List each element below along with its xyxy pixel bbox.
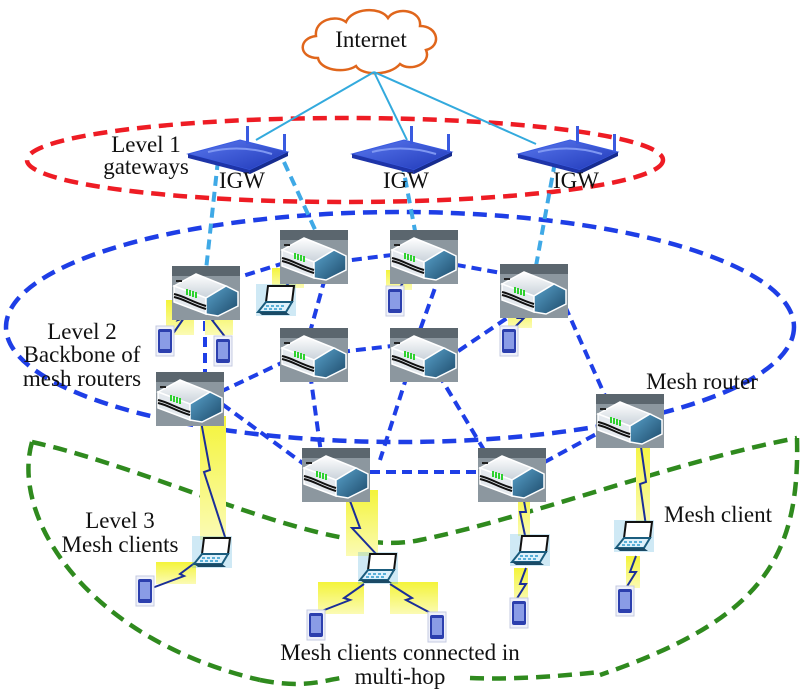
level2-line2: Backbone of	[24, 342, 141, 367]
mesh-client-pda	[135, 575, 155, 607]
mesh-router	[499, 263, 569, 319]
multihop-annotation: Mesh clients connected in multi-hop	[280, 640, 520, 689]
level2-line1: Level 2	[47, 319, 117, 344]
mesh-router	[171, 265, 241, 321]
mesh-router	[279, 327, 349, 383]
internet-links	[255, 71, 537, 145]
internet-label: Internet	[335, 27, 407, 52]
level2-ring	[3, 209, 797, 445]
mesh-client-laptop	[357, 551, 399, 585]
mesh-client-laptop	[191, 535, 233, 569]
gateway-igw-1: IGW	[187, 125, 289, 193]
mesh-router	[301, 447, 371, 503]
multihop-line2: multi-hop	[355, 664, 446, 689]
mesh-router	[155, 371, 225, 427]
mesh-router	[389, 229, 459, 285]
mesh-client-pda	[385, 285, 405, 317]
level1-label: Level 1 gateways	[103, 132, 189, 179]
mesh-client-laptop	[613, 519, 655, 553]
level3-label: Level 3 Mesh clients	[62, 508, 179, 557]
mesh-client-laptop	[255, 283, 297, 317]
level3-line1: Level 3	[85, 508, 155, 533]
igw-label: IGW	[553, 168, 599, 193]
mesh-router-annotation: Mesh router	[646, 369, 758, 394]
mesh-router	[595, 393, 665, 449]
mesh-client-pda	[615, 585, 635, 617]
level2-line3: mesh routers	[23, 366, 141, 391]
igw-label: IGW	[219, 168, 265, 193]
mesh-client-pda	[155, 325, 175, 357]
mesh-client-pda	[499, 325, 519, 357]
level1-line2: gateways	[103, 154, 189, 179]
mesh-client-laptop	[509, 533, 551, 567]
mesh-client-pda	[306, 609, 326, 641]
multihop-line1: Mesh clients connected in	[280, 640, 520, 665]
internet-cloud: Internet	[301, 9, 438, 75]
mesh-router	[477, 447, 547, 503]
gateway-igw-2: IGW	[351, 125, 453, 193]
level3-ring	[26, 435, 800, 687]
igw-label: IGW	[383, 168, 429, 193]
level2-label: Level 2 Backbone of mesh routers	[23, 319, 141, 391]
mesh-router	[389, 327, 459, 383]
mesh-router	[279, 229, 349, 285]
level1-line1: Level 1	[111, 132, 181, 157]
mesh-client-pda	[213, 335, 233, 367]
gateway-router-links	[204, 159, 557, 271]
level1-ring	[24, 115, 666, 205]
mesh-client-annotation: Mesh client	[664, 502, 773, 527]
mesh-client-pda	[427, 611, 447, 643]
mesh-client-pda	[509, 597, 529, 629]
gateway-igw-3: IGW	[517, 125, 619, 193]
level3-line2: Mesh clients	[62, 532, 179, 557]
